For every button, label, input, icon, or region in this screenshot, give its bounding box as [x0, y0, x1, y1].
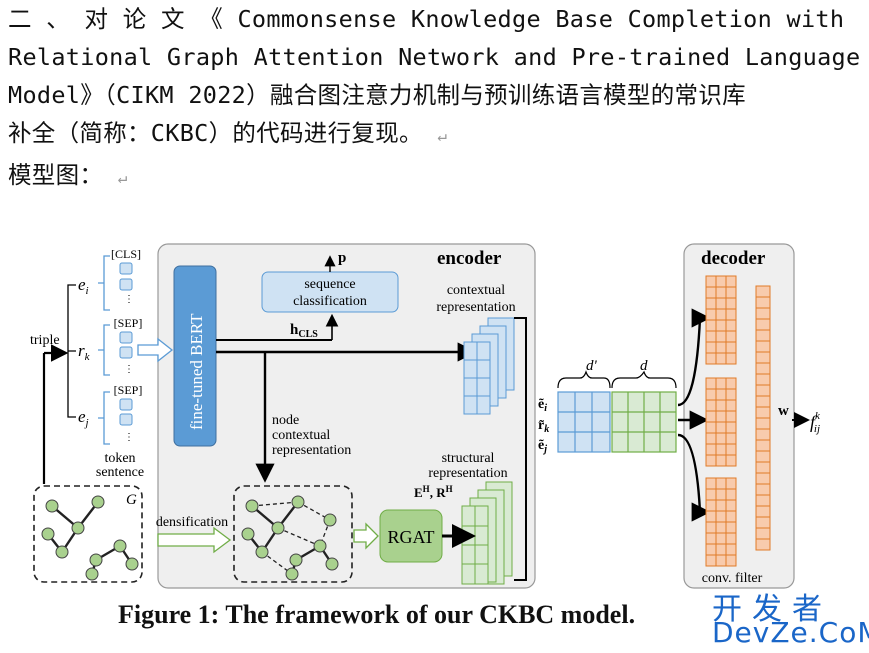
- svg-text:⋮: ⋮: [124, 432, 134, 443]
- conv-filter-3: [705, 477, 737, 567]
- sep-token-1: [SEP]: [114, 316, 143, 330]
- intro-line-3: Model》（CIKM 2022）融合图注意力机制与预训练语言模型的常识库: [8, 81, 746, 109]
- seqclass-line1: sequence: [304, 277, 355, 292]
- triple-label: triple: [30, 333, 60, 348]
- contextual-line2: representation: [436, 300, 515, 315]
- bert-block: [173, 265, 217, 447]
- feature-vector: [755, 285, 771, 551]
- ei-label: ei: [78, 275, 89, 297]
- conv-filter-1: [705, 275, 737, 365]
- intro-line-1: 二 、 对 论 文 《 Commonsense Knowledge Base C…: [8, 5, 845, 33]
- token-boxes: [119, 262, 133, 426]
- node-line3: representation: [272, 443, 351, 458]
- structural-line1: structural: [442, 451, 495, 466]
- graph-label: G: [126, 492, 137, 508]
- ej-tilde: ẽj: [538, 438, 547, 455]
- return-mark: ↵: [437, 126, 448, 145]
- conv-filter-label: conv. filter: [702, 571, 763, 586]
- hcls-label: hCLS: [290, 322, 318, 340]
- encoder-title: encoder: [437, 248, 502, 269]
- decoder-title: decoder: [701, 248, 766, 269]
- svg-text:⋮: ⋮: [124, 364, 134, 375]
- seqclass-line2: classification: [293, 294, 367, 309]
- dense-graph-box: [233, 485, 353, 583]
- figure-caption: Figure 1: The framework of our CKBC mode…: [118, 600, 636, 629]
- intro-line-2: Relational Graph Attention Network and P…: [8, 43, 861, 71]
- densification-label: densification: [156, 515, 228, 530]
- eh-rh-label: EH, RH: [414, 484, 453, 500]
- watermark-bottom: DevZe.CoM: [712, 616, 869, 649]
- intro-line-4: 补全（简称：CKBC）的代码进行复现。 ↵: [8, 119, 448, 147]
- contextual-line1: contextual: [447, 283, 505, 298]
- rk-tilde: r̃k: [538, 418, 549, 435]
- p-label: p: [338, 250, 346, 266]
- node-line1: node: [272, 413, 299, 428]
- rk-label: rk: [78, 341, 91, 363]
- return-mark: ↵: [117, 168, 128, 187]
- sentence-label: sentence: [96, 465, 144, 480]
- rgat-label: RGAT: [387, 527, 434, 547]
- conv-filter-blocks: [705, 275, 771, 567]
- svg-text:⋮: ⋮: [124, 294, 134, 305]
- sep-token-2: [SEP]: [114, 383, 143, 397]
- node-line2: contextual: [272, 428, 330, 443]
- conv-filter-2: [705, 377, 737, 467]
- model-figure-heading: 模型图： ↵: [8, 161, 128, 189]
- watermark-top: 开发者: [712, 592, 832, 627]
- w-label: w: [778, 403, 789, 419]
- structural-line2: representation: [428, 466, 507, 481]
- graph-g-box: [33, 485, 143, 583]
- d-prime-label: d': [586, 358, 598, 374]
- bert-label: fine-tuned BERT: [187, 313, 206, 430]
- ej-label: ej: [78, 407, 89, 429]
- embedding-grid-blue: [557, 391, 611, 453]
- token-label: token: [104, 451, 135, 466]
- cls-token: [CLS]: [111, 247, 141, 261]
- d-label: d: [640, 358, 648, 374]
- ei-tilde: ẽi: [538, 397, 547, 414]
